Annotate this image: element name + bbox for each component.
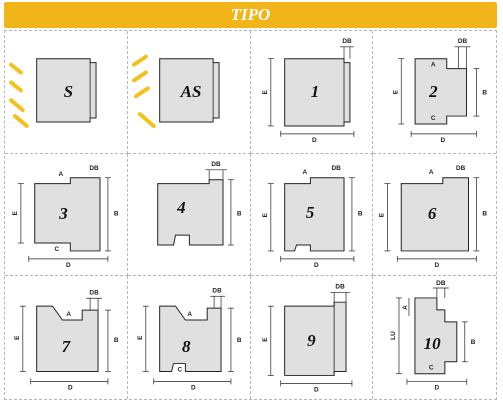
type-label-6: 6 bbox=[427, 204, 437, 224]
type-cell-6[interactable]: E D B DB A 6 bbox=[373, 154, 496, 277]
profile-drawing-6: E D B DB A bbox=[379, 164, 488, 268]
svg-text:A: A bbox=[66, 311, 71, 318]
svg-text:E: E bbox=[261, 337, 268, 342]
profile-drawing-4: DB B bbox=[156, 161, 242, 246]
svg-text:D: D bbox=[312, 137, 317, 144]
svg-text:E: E bbox=[261, 89, 268, 94]
svg-text:D: D bbox=[66, 261, 71, 268]
svg-text:LU: LU bbox=[390, 331, 397, 340]
type-cell-s[interactable]: S bbox=[5, 31, 128, 154]
type-label-7: 7 bbox=[61, 337, 71, 357]
svg-text:A: A bbox=[302, 168, 307, 175]
type-label-2: 2 bbox=[429, 81, 438, 101]
svg-text:DB: DB bbox=[211, 161, 221, 168]
svg-text:E: E bbox=[14, 335, 21, 340]
svg-text:B: B bbox=[114, 210, 119, 217]
svg-text:A: A bbox=[187, 311, 192, 318]
type-label-s: S bbox=[63, 81, 74, 101]
type-cell-as[interactable]: AS bbox=[127, 31, 251, 154]
profile-drawing-7: E D B DB A bbox=[14, 290, 119, 392]
profile-drawing-8: E D B DB A C bbox=[137, 288, 242, 392]
svg-text:A: A bbox=[402, 305, 409, 310]
type-cell-10[interactable]: LU D B DB A C 10 bbox=[373, 276, 496, 399]
profile-drawing-5: E D B DB A bbox=[261, 164, 362, 268]
svg-text:DB: DB bbox=[456, 164, 466, 171]
svg-text:A: A bbox=[429, 168, 434, 175]
svg-text:D: D bbox=[435, 385, 440, 392]
svg-text:D: D bbox=[441, 137, 446, 144]
svg-text:A: A bbox=[58, 170, 63, 177]
svg-text:E: E bbox=[137, 335, 144, 340]
slash-left-icon bbox=[131, 54, 156, 128]
svg-text:DB: DB bbox=[212, 288, 222, 295]
type-cell-4[interactable]: DB B 4 bbox=[127, 153, 251, 277]
svg-text:B: B bbox=[357, 210, 362, 217]
profile-drawing-as bbox=[131, 54, 220, 128]
svg-text:C: C bbox=[429, 365, 434, 372]
type-cell-9[interactable]: E D DB 9 bbox=[251, 276, 374, 399]
svg-text:B: B bbox=[471, 339, 476, 346]
profile-drawing-2: E D DB B A C bbox=[393, 38, 488, 144]
type-label-10: 10 bbox=[423, 333, 441, 353]
svg-text:E: E bbox=[12, 210, 19, 215]
svg-text:E: E bbox=[393, 89, 400, 94]
svg-text:DB: DB bbox=[89, 164, 99, 171]
svg-text:D: D bbox=[435, 261, 440, 268]
svg-text:DB: DB bbox=[331, 164, 341, 171]
svg-text:C: C bbox=[177, 367, 182, 374]
type-label-8: 8 bbox=[181, 337, 191, 357]
svg-text:E: E bbox=[379, 212, 386, 217]
svg-text:B: B bbox=[483, 210, 488, 217]
svg-text:B: B bbox=[237, 210, 242, 217]
type-cell-2[interactable]: E D DB B A C 2 bbox=[373, 31, 496, 154]
svg-text:E: E bbox=[261, 212, 268, 217]
profile-drawing-9: E D DB bbox=[261, 284, 352, 394]
type-label-4: 4 bbox=[177, 198, 186, 218]
header-title: TIPO bbox=[4, 2, 497, 28]
type-cell-3[interactable]: E D B DB A C 3 bbox=[5, 153, 128, 277]
svg-text:A: A bbox=[431, 62, 436, 69]
type-label-9: 9 bbox=[307, 331, 316, 351]
svg-text:C: C bbox=[54, 246, 59, 253]
svg-text:B: B bbox=[237, 337, 242, 344]
svg-text:B: B bbox=[114, 337, 119, 344]
type-label-as: AS bbox=[180, 81, 202, 101]
svg-text:C: C bbox=[431, 115, 436, 122]
type-label-5: 5 bbox=[305, 203, 315, 223]
svg-text:B: B bbox=[483, 89, 488, 96]
svg-text:DB: DB bbox=[458, 38, 468, 45]
svg-text:DB: DB bbox=[342, 38, 352, 45]
type-cell-5[interactable]: E D B DB A 5 bbox=[250, 153, 374, 277]
type-label-3: 3 bbox=[59, 204, 68, 224]
type-label-1: 1 bbox=[310, 81, 320, 101]
svg-text:DB: DB bbox=[436, 280, 446, 287]
type-cell-8[interactable]: E D B DB A C 8 bbox=[128, 276, 251, 399]
svg-text:D: D bbox=[314, 261, 319, 268]
profile-drawing-3: E D B DB A C bbox=[12, 164, 119, 268]
profile-drawing-1: E D DB bbox=[261, 38, 354, 144]
type-grid: S AS E D bbox=[4, 30, 497, 400]
type-cell-7[interactable]: E D B DB A 7 bbox=[5, 276, 128, 399]
type-cell-1[interactable]: E D DB 1 bbox=[250, 31, 374, 154]
svg-text:D: D bbox=[191, 385, 196, 392]
slash-right-icon bbox=[9, 62, 29, 128]
profile-drawing-s bbox=[9, 58, 97, 128]
svg-text:D: D bbox=[68, 385, 73, 392]
profile-drawing-10: LU D B DB A C bbox=[390, 280, 476, 392]
svg-text:D: D bbox=[314, 387, 319, 394]
svg-text:DB: DB bbox=[89, 290, 99, 297]
svg-text:DB: DB bbox=[335, 284, 345, 291]
